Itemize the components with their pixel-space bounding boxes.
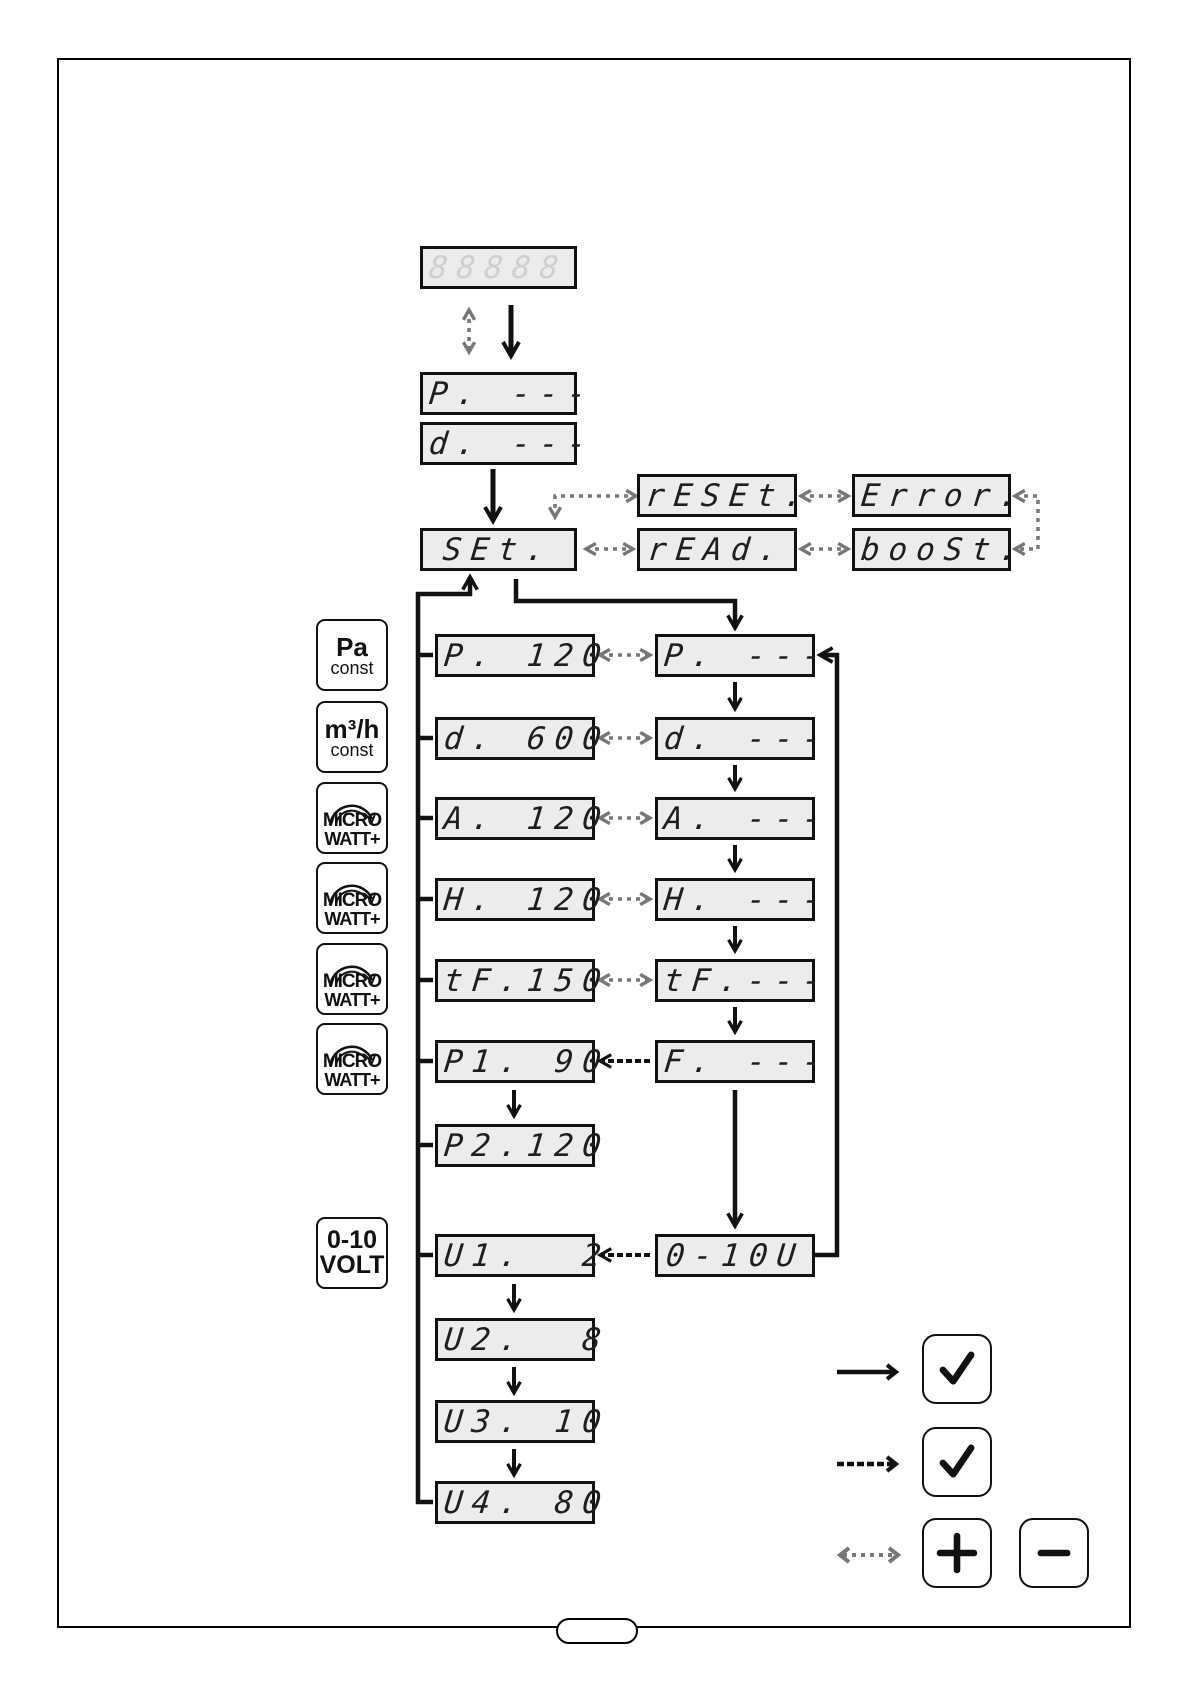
display-left-tf: tF.150 — [435, 959, 595, 1002]
mode-label: Pa — [336, 634, 368, 660]
display-text: tF.150 — [442, 963, 612, 999]
display-text: P. --- — [427, 376, 597, 412]
display-text: U4. 80 — [442, 1485, 612, 1521]
display-left-u1: U1. 2 — [435, 1234, 595, 1277]
display-right-tf: tF.--- — [655, 959, 815, 1002]
display-left-p1: P1. 90 — [435, 1040, 595, 1083]
display-text: P. --- — [662, 638, 832, 674]
display-text: 0-10U — [664, 1238, 806, 1274]
display-left-a: A. 120 — [435, 797, 595, 840]
display-text: P2.120 — [442, 1128, 612, 1164]
display-right-a: A. --- — [655, 797, 815, 840]
arrow-set-to-right-column — [516, 579, 735, 628]
micro-watt-icon: MICRO WATT+ — [316, 782, 388, 854]
display-flow-status: d. --- — [420, 422, 577, 465]
mode-sublabel: const — [330, 659, 373, 677]
mode-sublabel: WATT+ — [324, 910, 379, 928]
mode-sublabel: const — [330, 741, 373, 759]
mode-sublabel: VOLT — [320, 1253, 385, 1278]
display-text: A. --- — [662, 801, 832, 837]
display-text: F. --- — [662, 1044, 832, 1080]
display-right-h: H. --- — [655, 878, 815, 921]
display-right-f: F. --- — [655, 1040, 815, 1083]
display-text: d. --- — [427, 426, 597, 462]
display-text: H. --- — [662, 882, 832, 918]
micro-watt-icon: MICRO WATT+ — [316, 862, 388, 934]
display-text: 88888 — [427, 250, 569, 286]
display-right-d: d. --- — [655, 717, 815, 760]
display-all-segments: 88888 — [420, 246, 577, 289]
display-text: booSt. — [859, 532, 1029, 568]
arrow-dotted-loop — [555, 496, 636, 517]
micro-watt-icon: MICRO WATT+ — [316, 943, 388, 1015]
mode-sublabel: WATT+ — [324, 991, 379, 1009]
display-boost: booSt. — [852, 528, 1011, 571]
display-right-0-10v: 0-10U — [655, 1234, 815, 1277]
display-left-u3: U3. 10 — [435, 1400, 595, 1443]
display-read: rEAd. — [637, 528, 797, 571]
pa-const-icon: Pa const — [316, 619, 388, 691]
display-text: tF.--- — [662, 963, 832, 999]
0-10-volt-icon: 0-10 VOLT — [316, 1217, 388, 1289]
display-text: rEAd. — [646, 532, 788, 568]
micro-watt-icon: MICRO WATT+ — [316, 1023, 388, 1095]
display-text: U3. 10 — [442, 1404, 612, 1440]
mode-sublabel: WATT+ — [324, 830, 379, 848]
legend-confirm-key — [922, 1334, 992, 1404]
display-left-h: H. 120 — [435, 878, 595, 921]
display-text: d. 600 — [442, 721, 612, 757]
display-text: U2. 8 — [442, 1322, 612, 1358]
display-left-d: d. 600 — [435, 717, 595, 760]
display-error: Error. — [852, 474, 1011, 517]
display-text: Error. — [859, 478, 1029, 514]
display-set-menu: SEt. — [420, 528, 577, 571]
legend-minus-key — [1019, 1518, 1089, 1588]
mode-sublabel: WATT+ — [324, 1071, 379, 1089]
display-text: P. 120 — [442, 638, 612, 674]
display-left-u4: U4. 80 — [435, 1481, 595, 1524]
legend-dashed-arrow-icon — [835, 1454, 903, 1474]
display-right-p: P. --- — [655, 634, 815, 677]
display-left-p2: P2.120 — [435, 1124, 595, 1167]
legend-dotted-double-arrow-icon — [835, 1545, 903, 1565]
legend-solid-arrow-icon — [835, 1362, 903, 1382]
display-reset: rESEt. — [637, 474, 797, 517]
legend-plus-key — [922, 1518, 992, 1588]
display-left-p: P. 120 — [435, 634, 595, 677]
display-left-u2: U2. 8 — [435, 1318, 595, 1361]
display-pressure-status: P. --- — [420, 372, 577, 415]
display-text: P1. 90 — [442, 1044, 612, 1080]
display-text: SEt. — [441, 532, 555, 568]
display-text: U1. 2 — [442, 1238, 612, 1274]
display-text: H. 120 — [442, 882, 612, 918]
display-text: rESEt. — [644, 478, 814, 514]
legend-confirm-key — [922, 1427, 992, 1497]
display-text: d. --- — [662, 721, 832, 757]
mode-label: 0-10 — [327, 1228, 377, 1253]
mode-label: m³/h — [325, 716, 380, 742]
m3h-const-icon: m³/h const — [316, 701, 388, 773]
display-text: A. 120 — [442, 801, 612, 837]
